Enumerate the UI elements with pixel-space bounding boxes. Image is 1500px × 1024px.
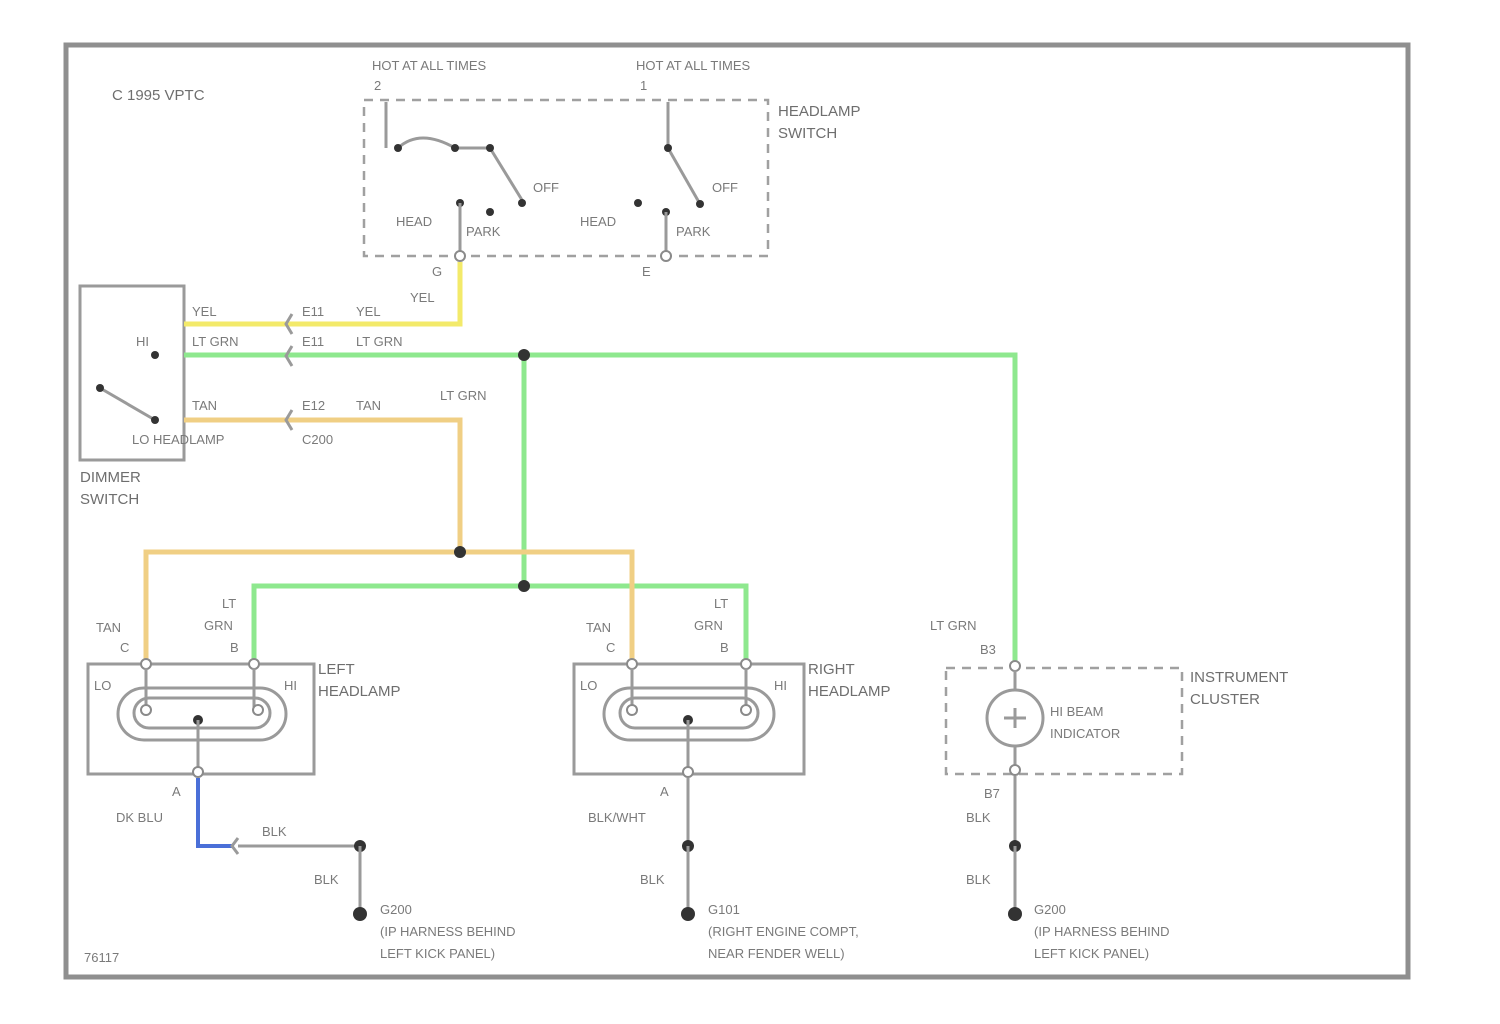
ground-3-line-1: (IP HARNESS BEHIND — [1034, 924, 1170, 939]
right-blkwht-label: BLK/WHT — [588, 810, 646, 825]
cluster-ltgrn-label: LT GRN — [930, 618, 976, 633]
cluster-pin-b7: B7 — [984, 786, 1000, 801]
ground-3-line-2: LEFT KICK PANEL) — [1034, 946, 1149, 961]
wire-ltgrn-label-after: LT GRN — [356, 334, 402, 349]
cluster-blk-label: BLK — [966, 810, 991, 825]
head-label-1: HEAD — [396, 214, 432, 229]
wire-dk-blu — [198, 778, 234, 846]
right-pin-a: A — [660, 784, 669, 799]
junction-ltgrn-bottom — [518, 580, 530, 592]
wire-tan-label-dimmer: TAN — [192, 398, 217, 413]
hot-at-all-times-1: HOT AT ALL TIMES — [372, 58, 486, 73]
wire-yel-label-dimmer: YEL — [192, 304, 217, 319]
left-pin-a: A — [172, 784, 181, 799]
right-pin-c: C — [606, 640, 615, 655]
right-grn-label: GRN — [694, 618, 723, 633]
right-lt-label: LT — [714, 596, 728, 611]
figure-id: 76117 — [84, 950, 119, 965]
ground-2-id: G101 — [708, 902, 740, 917]
right-headlamp: TAN LT GRN C B LO HI RIGHT HEADLAMP A BL… — [574, 596, 891, 825]
right-pin-b: B — [720, 640, 729, 655]
headlamp-switch-name-1: HEADLAMP — [778, 103, 861, 120]
left-pin-c: C — [120, 640, 129, 655]
wire-yel-label-after: YEL — [356, 304, 381, 319]
ground-1-id: G200 — [380, 902, 412, 917]
ground-2-node — [681, 907, 695, 921]
ground-2-line-1: (RIGHT ENGINE COMPT, — [708, 924, 859, 939]
right-headlamp-name-1: RIGHT — [808, 661, 855, 678]
connector-c200: C200 — [302, 432, 333, 447]
wire-ltgrn-label-dimmer: LT GRN — [192, 334, 238, 349]
junction-ltgrn-top — [518, 349, 530, 361]
dimmer-switch-name-2: SWITCH — [80, 491, 139, 508]
hi-beam-indicator-1: HI BEAM — [1050, 704, 1103, 719]
cluster-outline — [946, 668, 1182, 774]
pin-e-label: E — [642, 264, 651, 279]
left-lt-label: LT — [222, 596, 236, 611]
wire-yel-label-switch: YEL — [410, 290, 435, 305]
left-blk-label: BLK — [262, 824, 287, 839]
connector-e11-a: E11 — [302, 304, 324, 319]
left-headlamp-name-2: HEADLAMP — [318, 683, 401, 700]
cluster-blk2-label: BLK — [966, 872, 991, 887]
ground-2-line-2: NEAR FENDER WELL) — [708, 946, 845, 961]
left-tan-label: TAN — [96, 620, 121, 635]
off-label-1: OFF — [533, 180, 559, 195]
dimmer-switch: HI LO HEADLAMP DIMMER SWITCH — [80, 286, 224, 508]
ground-3-id: G200 — [1034, 902, 1066, 917]
park-label-2: PARK — [676, 224, 711, 239]
instrument-cluster: LT GRN B3 HI BEAM INDICATOR INSTRUMENT C… — [930, 618, 1288, 825]
wire-ltgrn-headlamps — [254, 586, 746, 662]
hot-at-all-times-2: HOT AT ALL TIMES — [636, 58, 750, 73]
copyright-label: C 1995 VPTC — [112, 87, 205, 104]
left-lo-label: LO — [94, 678, 111, 693]
hi-beam-indicator-2: INDICATOR — [1050, 726, 1120, 741]
head-label-2: HEAD — [580, 214, 616, 229]
cluster-name-2: CLUSTER — [1190, 691, 1260, 708]
cluster-name-1: INSTRUMENT — [1190, 669, 1288, 686]
right-lo-label: LO — [580, 678, 597, 693]
left-headlamp: TAN LT GRN C B LO HI LEFT HEADLAMP A DK … — [88, 596, 401, 825]
ground-1-line-1: (IP HARNESS BEHIND — [380, 924, 516, 939]
left-dkblu-label: DK BLU — [116, 810, 163, 825]
connector-e12: E12 — [302, 398, 325, 413]
dimmer-lo-label: LO HEADLAMP — [132, 432, 224, 447]
wire-ltgrn-label-mid: LT GRN — [440, 388, 486, 403]
park-label-1: PARK — [466, 224, 501, 239]
off-label-2: OFF — [712, 180, 738, 195]
right-hi-label: HI — [774, 678, 787, 693]
left-pin-b: B — [230, 640, 239, 655]
dimmer-hi-label: HI — [136, 334, 149, 349]
cluster-pin-b3: B3 — [980, 642, 996, 657]
pin-g-label: G — [432, 264, 442, 279]
left-hi-label: HI — [284, 678, 297, 693]
ground-1-node — [353, 907, 367, 921]
connector-e11-b: E11 — [302, 334, 324, 349]
dimmer-switch-name-1: DIMMER — [80, 469, 141, 486]
ground-3-node — [1008, 907, 1022, 921]
pin-1-label: 1 — [640, 78, 647, 93]
left-blk2-label: BLK — [314, 872, 339, 887]
left-grn-label: GRN — [204, 618, 233, 633]
right-blk-label: BLK — [640, 872, 665, 887]
right-tan-label: TAN — [586, 620, 611, 635]
wire-tan-headlamps — [146, 552, 632, 662]
wire-tan-label-after: TAN — [356, 398, 381, 413]
headlamp-switch: HOT AT ALL TIMES HOT AT ALL TIMES 2 1 HE… — [364, 58, 861, 279]
pin-2-label: 2 — [374, 78, 381, 93]
ground-1-line-2: LEFT KICK PANEL) — [380, 946, 495, 961]
headlamp-switch-name-2: SWITCH — [778, 125, 837, 142]
right-headlamp-name-2: HEADLAMP — [808, 683, 891, 700]
left-headlamp-name-1: LEFT — [318, 661, 355, 678]
junction-tan — [454, 546, 466, 558]
